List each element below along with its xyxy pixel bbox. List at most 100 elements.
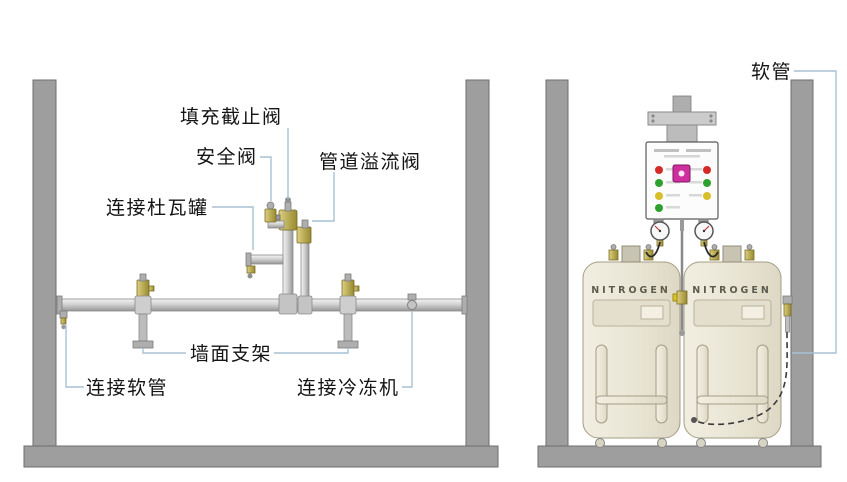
hose-end bbox=[691, 417, 697, 423]
connector-valve bbox=[60, 317, 67, 325]
tank-handle-bar bbox=[696, 395, 769, 405]
leader-hose bbox=[792, 70, 837, 354]
tank-valve-right bbox=[744, 249, 755, 261]
leader-overflow-valve bbox=[312, 172, 335, 222]
mount-bolt bbox=[651, 119, 655, 123]
bracket-valve bbox=[136, 279, 150, 299]
indicator-tag bbox=[666, 194, 680, 197]
indicator-tag bbox=[689, 181, 702, 184]
pipe-clamp bbox=[134, 295, 152, 315]
tank-valve-cap bbox=[746, 244, 753, 250]
chiller-fitting bbox=[407, 293, 417, 310]
bracket-valve-nub bbox=[148, 285, 155, 292]
mount-bolt bbox=[709, 119, 713, 123]
tank-valve-cap bbox=[645, 244, 652, 250]
riser-pipe bbox=[282, 229, 294, 301]
bracket-valve-cap bbox=[139, 273, 147, 282]
caster-wheel bbox=[758, 438, 768, 448]
mount-bolt bbox=[709, 114, 713, 118]
caster-wheel bbox=[657, 438, 667, 448]
leader-connect-dewar bbox=[212, 206, 254, 250]
fitting-body bbox=[407, 300, 417, 310]
tank-label: NITROGEN bbox=[591, 285, 671, 296]
panel-subheader-text bbox=[664, 155, 700, 158]
left-diagram: 填充截止阀 安全阀 管道溢流阀 连接杜瓦罐 墙面支架 连接软管 连接冷冻机 bbox=[23, 79, 499, 468]
tank-handle-right bbox=[655, 344, 668, 424]
bracket-valve-nub bbox=[353, 285, 360, 292]
bracket-valve-cap bbox=[344, 273, 352, 282]
tank-valve-cap bbox=[711, 244, 718, 250]
pipeline-overflow-valve bbox=[296, 219, 312, 244]
leader-connect-hose bbox=[65, 325, 84, 388]
dewar-connector bbox=[246, 265, 256, 274]
leader-safety-valve bbox=[260, 156, 272, 201]
tank-neck bbox=[621, 245, 641, 263]
safety-valve bbox=[264, 201, 285, 229]
nitrogen-tank-left: NITROGEN bbox=[582, 244, 681, 448]
panel-header-text-left bbox=[654, 149, 679, 152]
indicator-tag bbox=[689, 168, 702, 171]
tank-handle-bar bbox=[595, 395, 668, 405]
indicator-tag bbox=[689, 194, 702, 197]
indicator-light bbox=[703, 179, 711, 187]
panel-button-glyph bbox=[678, 170, 685, 177]
hose-connector bbox=[59, 310, 68, 330]
pipe-flange-left bbox=[56, 295, 63, 315]
tank-valve-left bbox=[608, 249, 619, 261]
overflow-pipe bbox=[300, 242, 310, 301]
wall-bracket-left bbox=[132, 273, 155, 349]
caster-wheel bbox=[696, 438, 706, 448]
mount-plate bbox=[647, 111, 717, 126]
valve-cap bbox=[285, 197, 291, 203]
center-fill-pipe bbox=[672, 219, 688, 336]
flexible-hose bbox=[695, 331, 788, 426]
valve-body bbox=[264, 208, 277, 223]
flexible-hose-assembly bbox=[691, 295, 793, 426]
valve-stem bbox=[284, 201, 292, 212]
pipe-stub bbox=[680, 219, 684, 231]
fill-valve-handle bbox=[672, 293, 678, 302]
tee-junction bbox=[278, 293, 298, 315]
supply-hose-right bbox=[703, 241, 719, 258]
tank-spec-plate bbox=[640, 305, 664, 320]
indicator-tag bbox=[666, 206, 680, 209]
bracket-arm bbox=[138, 313, 148, 342]
branch-pipe bbox=[249, 254, 284, 265]
hose-bracket bbox=[782, 295, 793, 305]
pipe-flange-right bbox=[461, 295, 468, 315]
gauge-hub bbox=[658, 229, 662, 233]
tank-handle-left bbox=[595, 344, 608, 424]
indicator-tag bbox=[666, 181, 680, 184]
left-wall bbox=[545, 79, 569, 447]
tank-handle-left bbox=[696, 344, 709, 424]
connector-body bbox=[59, 310, 68, 319]
indicator-light bbox=[703, 192, 711, 200]
tank-valve-cap bbox=[610, 244, 617, 250]
valve-body bbox=[296, 226, 312, 244]
connector-tip bbox=[61, 324, 66, 330]
bracket-arm bbox=[343, 313, 353, 342]
main-pipe bbox=[59, 298, 465, 312]
indicator-light bbox=[703, 166, 711, 174]
label-fill-stop-valve: 填充截止阀 bbox=[180, 106, 283, 128]
label-hose: 软管 bbox=[751, 61, 792, 83]
dewar-branch bbox=[245, 252, 284, 279]
label-connect-hose: 连接软管 bbox=[86, 377, 168, 399]
indicator-light bbox=[655, 166, 663, 174]
leader-connect-chiller bbox=[402, 311, 413, 388]
label-overflow-valve: 管道溢流阀 bbox=[319, 151, 422, 173]
wall-bracket-right bbox=[337, 273, 360, 349]
valve-cap bbox=[266, 201, 275, 210]
bracket-valve bbox=[341, 279, 355, 299]
center-valve-assembly bbox=[245, 197, 313, 315]
right-wall bbox=[790, 79, 814, 447]
caster-wheel bbox=[595, 438, 605, 448]
tank-valve-left bbox=[709, 249, 720, 261]
indicator-light bbox=[655, 179, 663, 187]
hose-valve bbox=[783, 303, 792, 317]
mount-bolt bbox=[651, 114, 655, 118]
leader-wall-bracket-right bbox=[274, 348, 349, 354]
right-diagram: NITROGEN NITROGEN bbox=[537, 61, 837, 468]
supply-hose-left bbox=[645, 241, 661, 258]
